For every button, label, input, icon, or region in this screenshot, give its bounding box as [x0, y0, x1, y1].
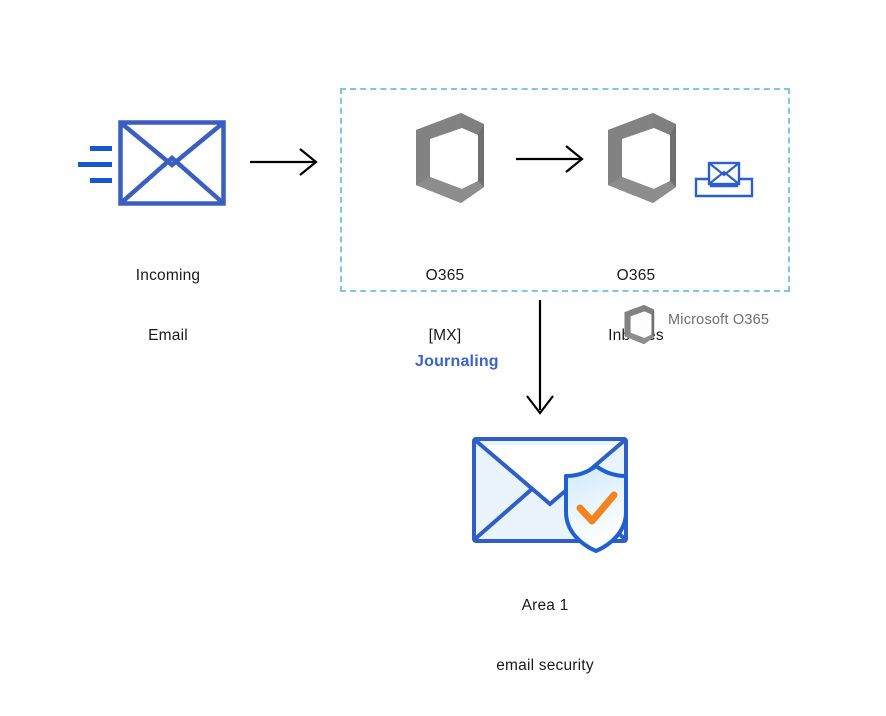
caption-line-1: O365 — [616, 267, 656, 284]
arrow-incoming-to-mx-icon — [250, 145, 322, 179]
arrow-mx-to-inboxes-icon — [516, 142, 588, 176]
diagram-canvas: Incoming Email O365 [MX] — [78, 88, 790, 674]
office365-icon-inboxes — [598, 111, 680, 205]
arrow-inboxes-to-area1-icon — [522, 300, 558, 420]
o365-mx-caption: O365 [MX] — [365, 226, 525, 386]
caption-line-1: O365 — [425, 267, 465, 284]
envelope-icon — [118, 120, 226, 206]
caption-line-2: [MX] — [428, 327, 462, 344]
envelope-shield-check-icon — [470, 432, 630, 553]
area1-caption: Area 1 email security — [465, 556, 625, 716]
incoming-email-caption: Incoming Email — [88, 226, 248, 386]
inbox-tray-envelope-icon — [694, 159, 754, 199]
caption-line-1: Incoming — [135, 267, 201, 284]
legend-label: Microsoft O365 — [668, 312, 770, 328]
motion-lines-icon — [78, 142, 118, 188]
caption-line-2: Email — [148, 327, 188, 344]
o365-dashed-boundary — [340, 88, 790, 292]
caption-line-2: email security — [496, 657, 594, 674]
caption-line-1: Area 1 — [521, 597, 569, 614]
office365-icon-mx — [406, 111, 488, 205]
legend-office365-icon — [620, 304, 656, 345]
journaling-label: Journaling — [415, 353, 499, 370]
